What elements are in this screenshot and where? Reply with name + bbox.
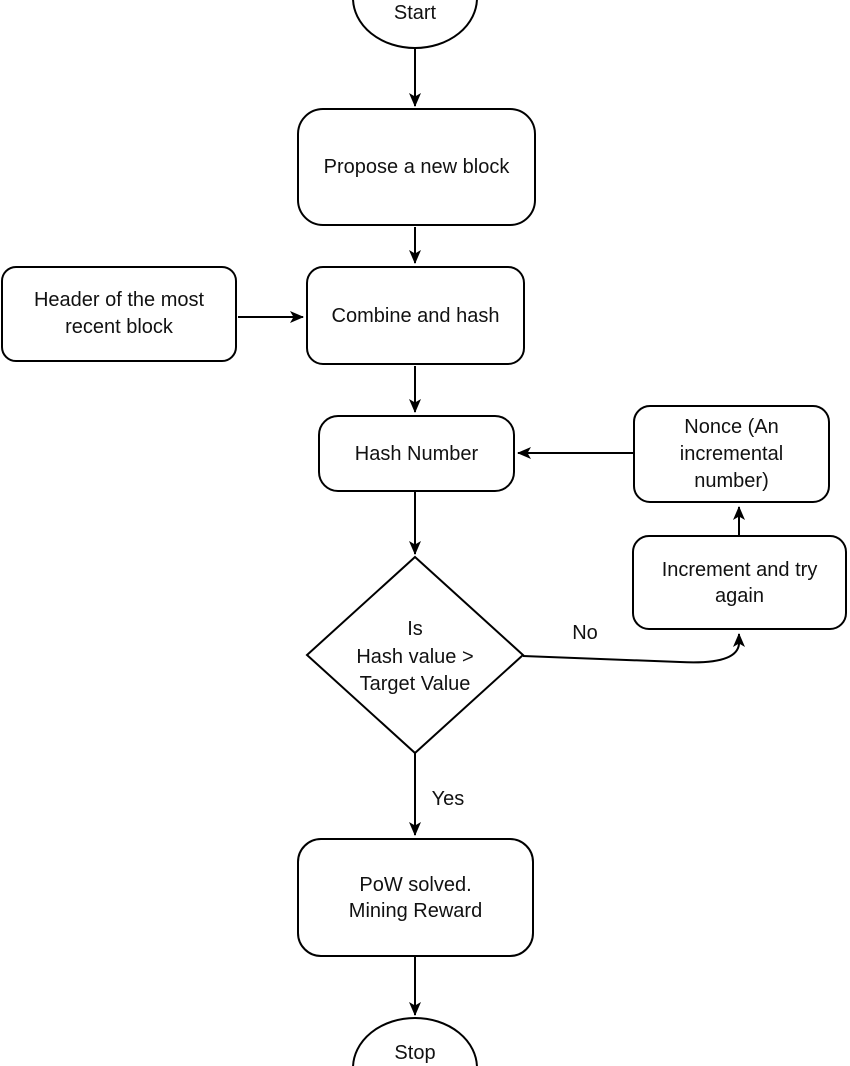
node-increment-line1: Increment and try [661,558,818,581]
edge-decision-no-to-increment [522,633,745,664]
node-header-block-line2: recent block [65,316,173,338]
node-combine-hash: Combine and hash [306,266,525,365]
node-increment-line2: again [715,584,764,607]
decision-line1: Is [407,618,423,640]
node-nonce: Nonce (An incremental number) [633,405,830,503]
edge-label-yes: Yes [431,788,465,810]
node-propose-block: Propose a new block [297,108,536,226]
decision-diamond-label: Is Hash value > Target Value [330,616,500,699]
stop-terminator-shape [352,1017,478,1066]
node-propose-block-label: Propose a new block [323,156,510,178]
stop-terminator-label: Stop [394,1042,436,1064]
node-nonce-line3: number) [694,469,769,492]
decision-line2: Hash value > [356,645,474,668]
node-hash-number: Hash Number [318,415,515,492]
node-pow-solved: PoW solved. Mining Reward [297,838,534,957]
node-header-block: Header of the most recent block [1,266,237,362]
node-nonce-line1: Nonce (An [684,415,779,438]
decision-line3: Target Value [359,673,471,695]
start-terminator-label: Start [393,2,437,24]
node-hash-number-label: Hash Number [354,442,479,465]
node-pow-solved-line2: Mining Reward [348,899,483,922]
edge-label-no: No [572,622,598,644]
node-nonce-line2: incremental [679,442,784,465]
node-header-block-line1: Header of the most [33,289,205,311]
node-increment: Increment and try again [632,535,847,630]
node-pow-solved-line1: PoW solved. [359,873,472,896]
node-combine-hash-label: Combine and hash [331,304,500,327]
